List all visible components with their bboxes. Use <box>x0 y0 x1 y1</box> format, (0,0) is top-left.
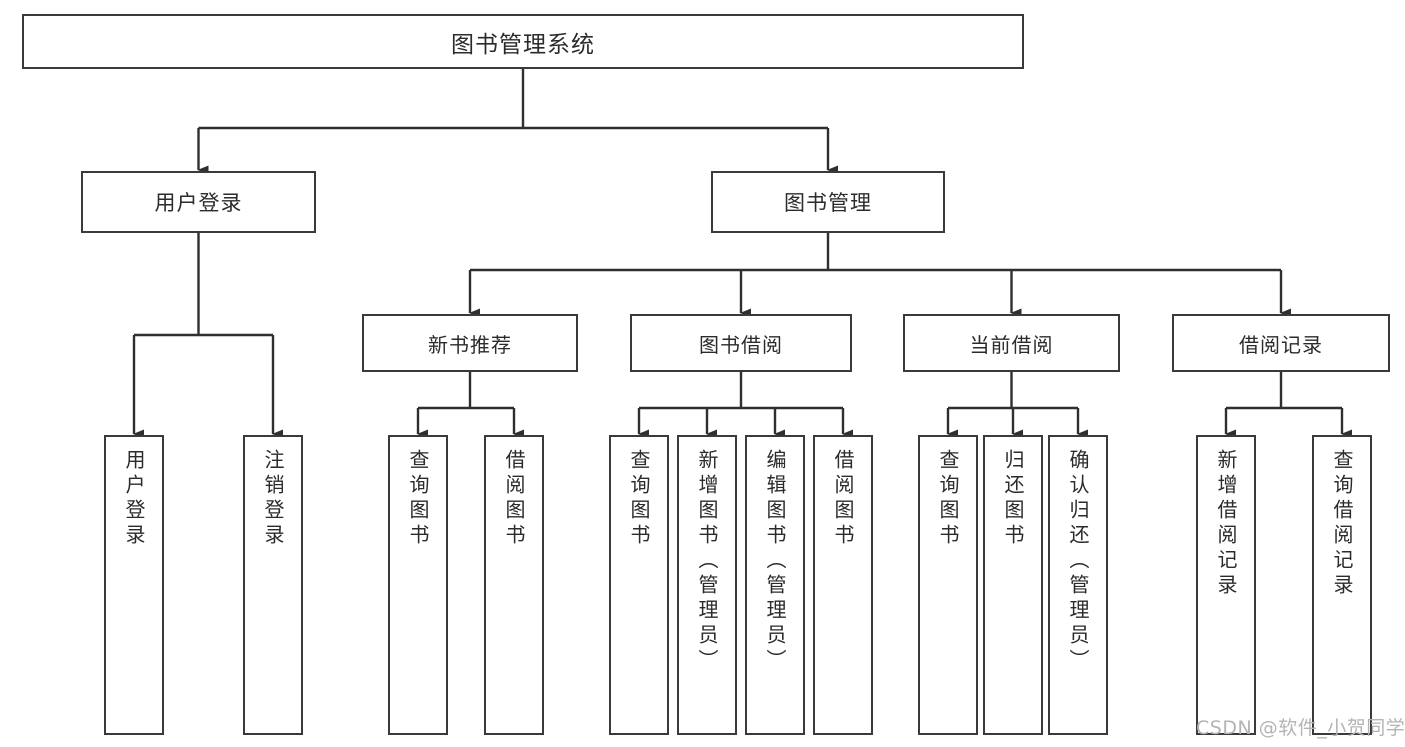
node-new-book-recommend[interactable]: 新书推荐 <box>362 314 578 372</box>
node-current-borrow[interactable]: 当前借阅 <box>903 314 1120 372</box>
node-label: 确认归还（管理员） <box>1066 449 1090 674</box>
node-user-logout[interactable]: 注销登录 <box>243 435 303 735</box>
node-root-system[interactable]: 图书管理系统 <box>22 14 1024 69</box>
node-label: 当前借阅 <box>969 332 1054 357</box>
node-query-book-2[interactable]: 查询图书 <box>609 435 669 735</box>
node-label: 图书管理 <box>784 191 872 215</box>
node-book-borrow[interactable]: 图书借阅 <box>630 314 852 372</box>
node-label: 新书推荐 <box>428 332 512 357</box>
node-label: 图书管理系统 <box>451 31 595 58</box>
node-label: 查询借阅记录 <box>1330 449 1354 599</box>
node-label: 借阅图书 <box>831 449 855 549</box>
node-label: 用户登录 <box>122 449 146 549</box>
node-return-book[interactable]: 归还图书 <box>983 435 1043 735</box>
node-edit-book-admin[interactable]: 编辑图书（管理员） <box>745 435 805 735</box>
node-label: 借阅记录 <box>1239 332 1323 357</box>
node-borrow-records[interactable]: 借阅记录 <box>1172 314 1390 372</box>
node-user-login-do[interactable]: 用户登录 <box>104 435 164 735</box>
node-query-borrow-record[interactable]: 查询借阅记录 <box>1312 435 1372 735</box>
node-label: 查询图书 <box>936 449 960 549</box>
node-borrow-book-1[interactable]: 借阅图书 <box>484 435 544 735</box>
node-label: 编辑图书（管理员） <box>763 449 787 674</box>
node-book-manage[interactable]: 图书管理 <box>711 171 945 233</box>
node-add-book-admin[interactable]: 新增图书（管理员） <box>677 435 737 735</box>
node-label: 用户登录 <box>154 191 243 215</box>
node-label: 借阅图书 <box>502 449 526 549</box>
watermark-credit: CSDN @软件_小贺同学 <box>1196 717 1405 739</box>
node-query-book-3[interactable]: 查询图书 <box>918 435 978 735</box>
node-borrow-book-2[interactable]: 借阅图书 <box>813 435 873 735</box>
node-add-borrow-record[interactable]: 新增借阅记录 <box>1196 435 1256 735</box>
node-label: 查询图书 <box>627 449 651 549</box>
node-query-book-1[interactable]: 查询图书 <box>388 435 448 735</box>
node-label: 注销登录 <box>261 449 285 549</box>
node-user-login[interactable]: 用户登录 <box>81 171 316 233</box>
node-label: 归还图书 <box>1001 449 1025 549</box>
node-label: 图书借阅 <box>699 332 783 357</box>
node-label: 新增借阅记录 <box>1214 449 1238 599</box>
node-label: 新增图书（管理员） <box>695 449 719 674</box>
node-confirm-return-admin[interactable]: 确认归还（管理员） <box>1048 435 1108 735</box>
node-label: 查询图书 <box>406 449 430 549</box>
